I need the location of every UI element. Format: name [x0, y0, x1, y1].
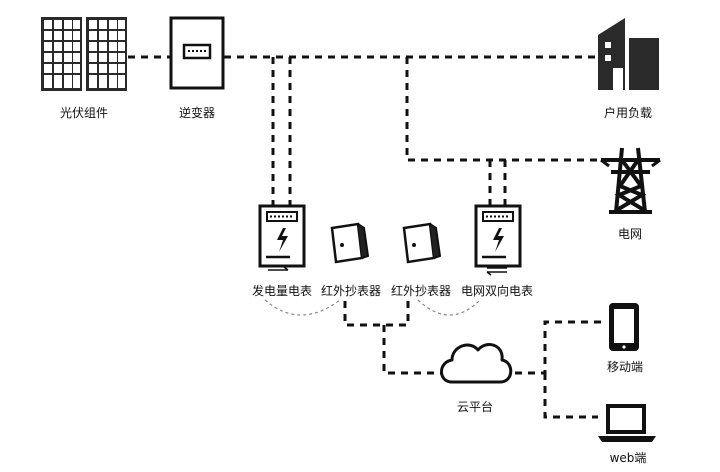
label-web-client: web端 — [609, 451, 647, 465]
transmission-tower-icon — [600, 147, 661, 214]
line-hub-cloud — [382, 325, 444, 375]
cloud-icon — [440, 343, 513, 384]
ir-arc-left — [264, 299, 341, 316]
solar-panel-icon — [41, 17, 127, 91]
label-bidirectional-meter: 电网双向电表 — [460, 284, 534, 298]
line-reader-left-hub — [343, 301, 410, 327]
line-cloud-web — [543, 373, 598, 419]
ir-arc-right — [417, 299, 481, 316]
inverter-icon — [169, 16, 225, 90]
electric-meter-icon — [258, 204, 306, 271]
building-icon — [598, 18, 659, 90]
ir-reader-icon-right — [402, 222, 442, 264]
mobile-phone-icon — [609, 303, 639, 351]
bidirectional-meter-icon — [474, 204, 522, 276]
line-cloud-clients — [502, 320, 605, 375]
label-ir-reader-left: 红外抄表器 — [320, 284, 382, 298]
label-cloud-platform: 云平台 — [456, 400, 494, 414]
label-ir-reader-right: 红外抄表器 — [390, 284, 452, 298]
label-mobile-client: 移动端 — [606, 360, 644, 374]
ir-reader-icon — [330, 222, 370, 264]
label-solar-panels: 光伏组件 — [59, 106, 109, 120]
label-generation-meter: 发电量电表 — [251, 284, 313, 298]
line-load-grid — [405, 57, 598, 162]
label-inverter: 逆变器 — [178, 106, 216, 120]
connection-lines — [128, 55, 605, 419]
laptop-icon — [598, 404, 656, 442]
label-household-load: 户用负载 — [603, 106, 653, 120]
ir-links — [264, 299, 481, 316]
label-power-grid: 电网 — [617, 227, 643, 241]
